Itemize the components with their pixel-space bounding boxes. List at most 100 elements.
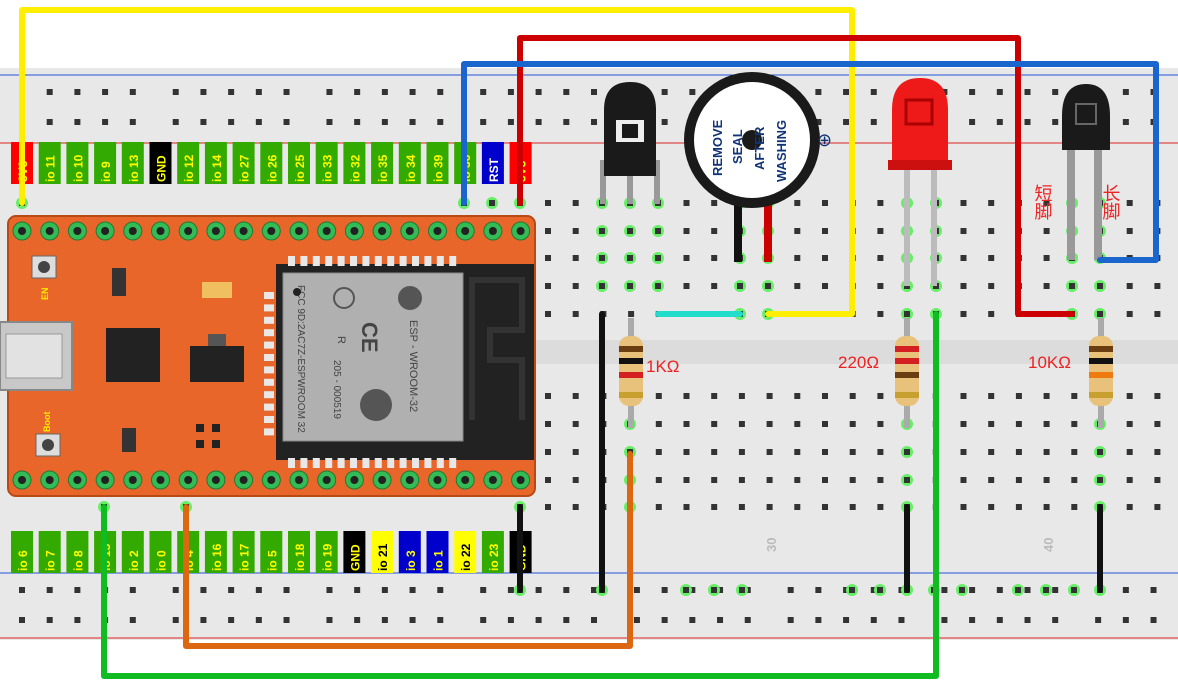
rail-hole [283,587,290,593]
rail-hole [437,89,444,95]
rail-hole [661,587,668,593]
terminal-hole [545,393,551,399]
wire-blue [461,61,1159,263]
module-pin [399,256,407,266]
terminal-hole [877,311,884,317]
terminal-hole [822,449,828,455]
terminal-hole [849,449,856,455]
terminal-hole [572,255,579,261]
terminal-hole [655,477,662,483]
wires [19,7,1159,679]
rail-hole [843,119,850,125]
module-pin [300,458,308,468]
pin-label-bg [398,531,421,573]
terminal-hole [849,504,856,510]
module-pin [264,366,274,374]
module-pin [387,256,395,266]
terminal-hole [794,255,801,261]
rail-hole [1024,587,1031,593]
rail-hole [591,119,598,125]
terminal-hole [683,228,690,234]
module-fcc-text: FCC 9D:2AC7Z-ESPWROOM 32 [295,285,306,433]
wire-green [101,311,939,679]
rail-hole [354,119,361,125]
terminal-hole [545,449,551,455]
terminal-hole [655,504,662,510]
column-number-30: 30 [764,538,779,552]
terminal-hole [1126,477,1133,483]
rail-hole [996,617,1003,623]
terminal-hole [766,504,773,510]
rail-hole [507,617,514,623]
terminal-hole [572,477,579,483]
terminal-hole [545,228,551,234]
rail-hole [381,617,388,623]
rail-hole [744,617,751,623]
terminal-hole [683,283,690,289]
rail-hole [996,587,1003,593]
pin-label: io 8 [71,550,85,571]
module-pin [288,256,295,266]
terminal-hole [711,393,718,399]
terminal-hole [545,311,551,317]
module-pin [264,316,274,324]
wire-red [517,35,1075,317]
terminal-hole [1126,228,1133,234]
pin-label-bg [232,142,255,184]
rail-hole [326,119,333,125]
pin-label-bg [315,142,338,184]
pin-label-bg [121,531,144,573]
terminal-hole [738,393,745,399]
module-pin [264,354,274,361]
terminal-hole [849,393,856,399]
rail-hole [591,617,598,623]
rail-hole [689,89,696,95]
pin-label: io 39 [432,154,446,182]
rail-hole [633,587,640,593]
terminal-hole [655,421,662,427]
rail-hole [480,587,487,593]
rail-hole [870,89,877,95]
terminal-hole [683,255,690,261]
pin-label-bg [149,531,172,573]
pin-label: io 33 [321,154,335,182]
pin-label: io 18 [293,543,307,571]
terminal-hole [1015,393,1022,399]
rail-hole [870,587,877,593]
terminal-hole [822,504,828,510]
rail-hole [46,587,53,593]
terminal-hole [1043,200,1050,206]
pin-label: io 25 [293,154,307,182]
terminal-hole [545,255,551,261]
pin-label-bg [426,142,449,184]
rail-hole [843,617,850,623]
rail-hole [480,119,487,125]
module-pin [424,458,432,468]
module-pin [399,458,407,468]
module-ce-mark: CE [357,322,382,353]
terminal-hole [572,228,579,234]
terminal-hole [1126,449,1133,455]
pin-label-bg [426,531,449,573]
module-pin [264,292,274,299]
rail-hole [717,617,724,623]
rail-hole [507,587,514,593]
module-pin [325,458,333,468]
module-pin [374,458,382,468]
terminal-hole [988,228,995,234]
terminal-hole [1043,283,1050,289]
rail-hole [381,587,388,593]
rail-hole [200,617,207,623]
terminal-hole [960,477,967,483]
rail-hole [326,89,333,95]
module-pin [337,256,345,266]
rail-hole [563,587,570,593]
terminal-hole [988,255,995,261]
module-pin [412,256,419,266]
terminal-hole [738,421,745,427]
module-pin [264,304,274,312]
terminal-hole [794,449,801,455]
terminal-hole [1071,504,1078,510]
terminal-hole [822,228,828,234]
esp32-board: EN Boot FCC 9D:2AC7Z-ESPWROOM 32 205 - 0… [0,215,536,497]
